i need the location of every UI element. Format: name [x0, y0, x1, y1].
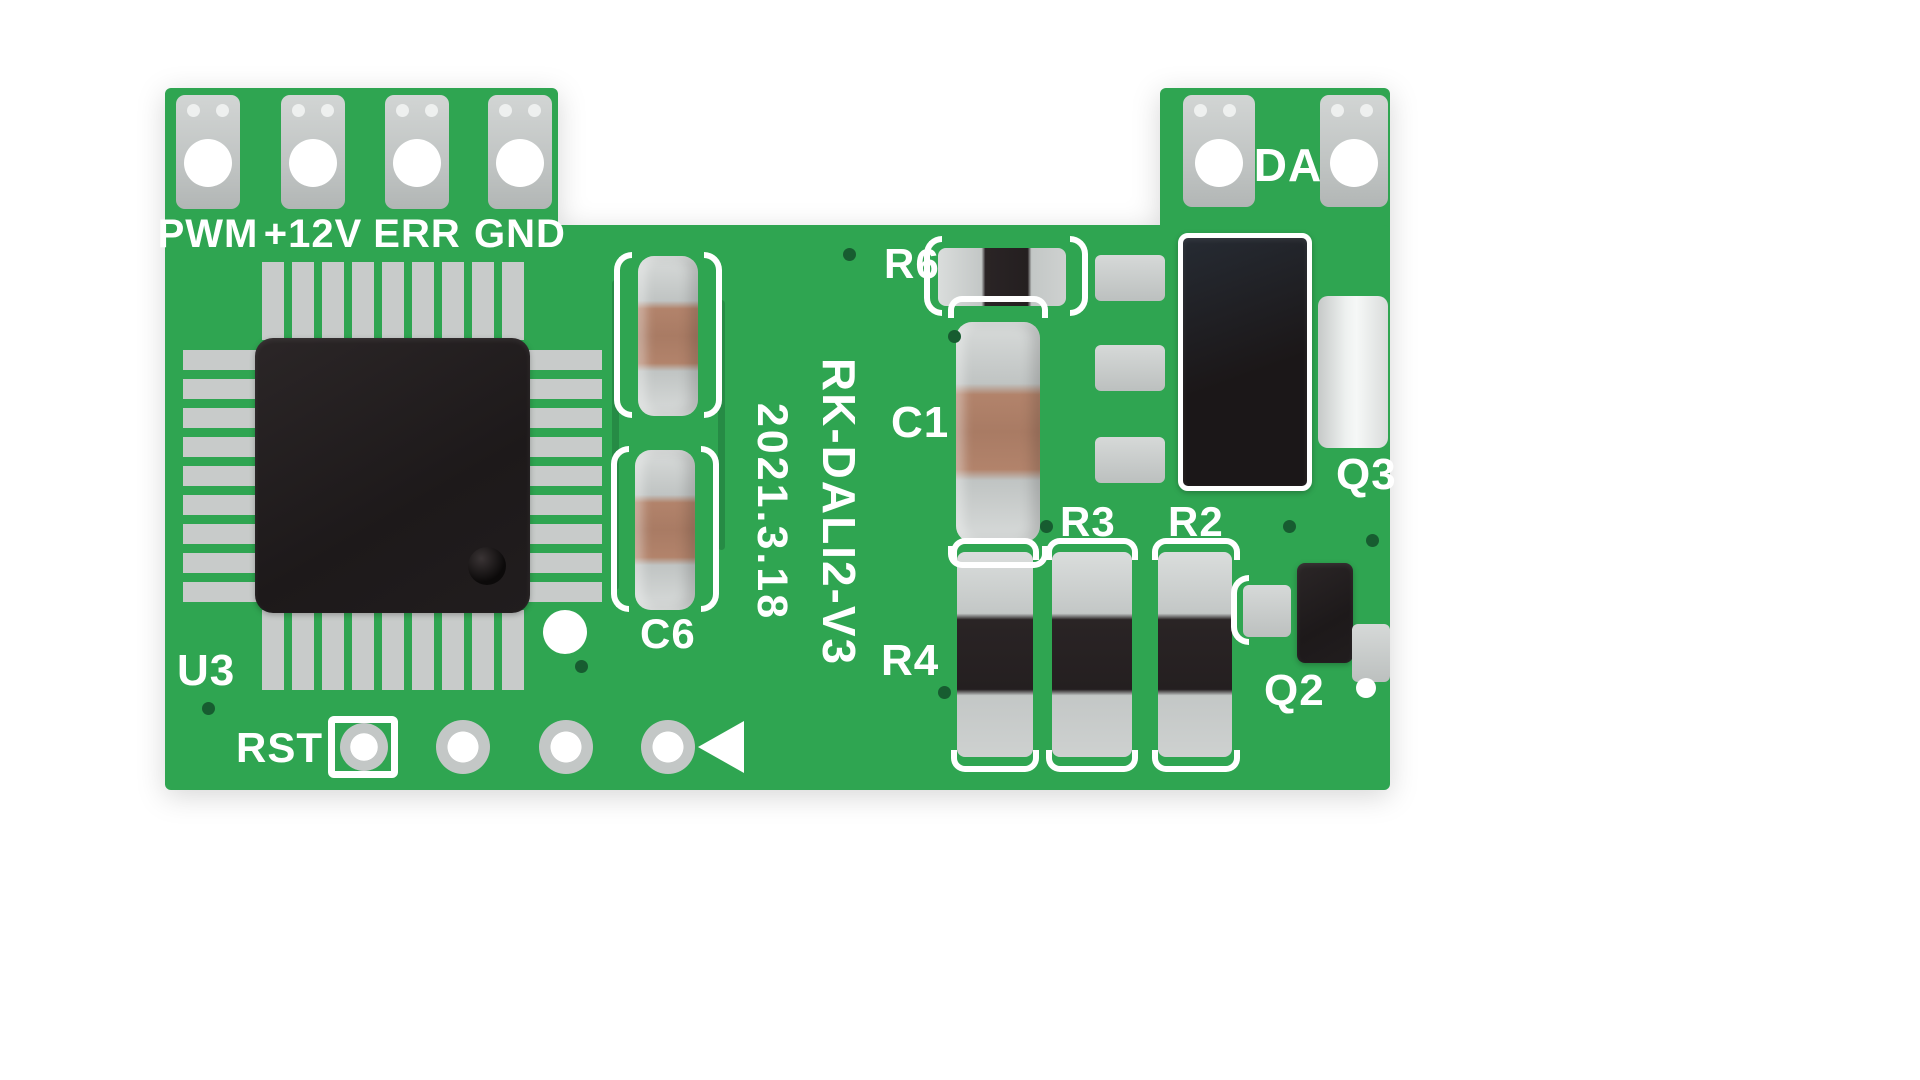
- through-hole-pad: [641, 720, 695, 774]
- label-12v: +12V: [263, 212, 363, 256]
- via: [1283, 520, 1296, 533]
- label-rst: RST: [236, 724, 323, 771]
- c6-silk-bracket: [611, 446, 629, 612]
- via: [202, 702, 215, 715]
- via: [1040, 520, 1053, 533]
- c1-silk-bracket: [948, 296, 1048, 318]
- label-pwm: PWM: [157, 212, 259, 256]
- q3-pad: [1095, 255, 1165, 301]
- c6-capacitor-a: [638, 256, 698, 416]
- c1-capacitor: [956, 322, 1040, 542]
- u3-pins-right: [528, 350, 602, 602]
- label-r3: R3: [1060, 498, 1116, 545]
- rst-pad-frame: [328, 716, 398, 778]
- c6-silk-bracket: [614, 252, 632, 418]
- solder-dot: [543, 610, 587, 654]
- c6-silk-bracket: [704, 252, 722, 418]
- u3-pins-left: [183, 350, 257, 602]
- q3-pad: [1095, 345, 1165, 391]
- r4-resistor: [957, 552, 1033, 757]
- board-name-text: RK-DALI2-V3: [813, 357, 865, 667]
- q2-pad: [1243, 585, 1291, 637]
- via: [575, 660, 588, 673]
- edge-pad: [1352, 624, 1390, 682]
- r2-resistor: [1158, 552, 1232, 757]
- q2-body: [1297, 563, 1353, 663]
- r4-silk-bracket: [951, 538, 1039, 560]
- r4-silk-bracket: [951, 750, 1039, 772]
- r2-silk-bracket: [1152, 750, 1240, 772]
- r3-resistor: [1052, 552, 1132, 757]
- u3-chip-body: [255, 338, 530, 613]
- via: [948, 330, 961, 343]
- r2-silk-bracket: [1152, 538, 1240, 560]
- connector-da-left: [1183, 95, 1255, 207]
- u3-pins-bottom: [262, 610, 524, 690]
- label-gnd: GND: [474, 212, 566, 256]
- silk-dot: [1356, 678, 1376, 698]
- through-hole-pad: [436, 720, 490, 774]
- r3-silk-bracket: [1046, 538, 1138, 560]
- label-r2: R2: [1168, 498, 1224, 545]
- via: [843, 248, 856, 261]
- connector-pwm: [176, 95, 240, 209]
- r6-silk-bracket: [1070, 236, 1088, 316]
- u3-pin1-marker: [468, 547, 506, 585]
- label-err: ERR: [373, 212, 461, 256]
- via: [1366, 534, 1379, 547]
- label-r6: R6: [884, 240, 940, 287]
- connector-gnd: [488, 95, 552, 209]
- u3-pins-top: [262, 262, 524, 340]
- label-c6: C6: [640, 610, 696, 657]
- connector-da-right: [1320, 95, 1388, 207]
- c6-silk-bracket: [701, 446, 719, 612]
- c6-capacitor-b: [635, 450, 695, 610]
- r6-silk-bracket: [924, 236, 942, 316]
- via: [938, 686, 951, 699]
- label-r4: R4: [881, 636, 940, 685]
- q2-silk-bracket: [1231, 575, 1249, 645]
- q3-tab-pad: [1318, 296, 1388, 448]
- through-hole-pad: [539, 720, 593, 774]
- label-c1: C1: [891, 398, 950, 447]
- label-da: DA: [1253, 139, 1323, 191]
- rst-pad: [340, 723, 388, 771]
- trace: [612, 280, 619, 590]
- label-u3: U3: [177, 646, 236, 695]
- connector-12v: [281, 95, 345, 209]
- board-date-text: 2021.3.18: [748, 402, 796, 622]
- r3-silk-bracket: [1046, 750, 1138, 772]
- q3-body: [1178, 233, 1312, 491]
- q3-pad: [1095, 437, 1165, 483]
- label-q2: Q2: [1264, 666, 1325, 715]
- connector-err: [385, 95, 449, 209]
- trace: [718, 300, 725, 550]
- label-q3: Q3: [1336, 450, 1397, 499]
